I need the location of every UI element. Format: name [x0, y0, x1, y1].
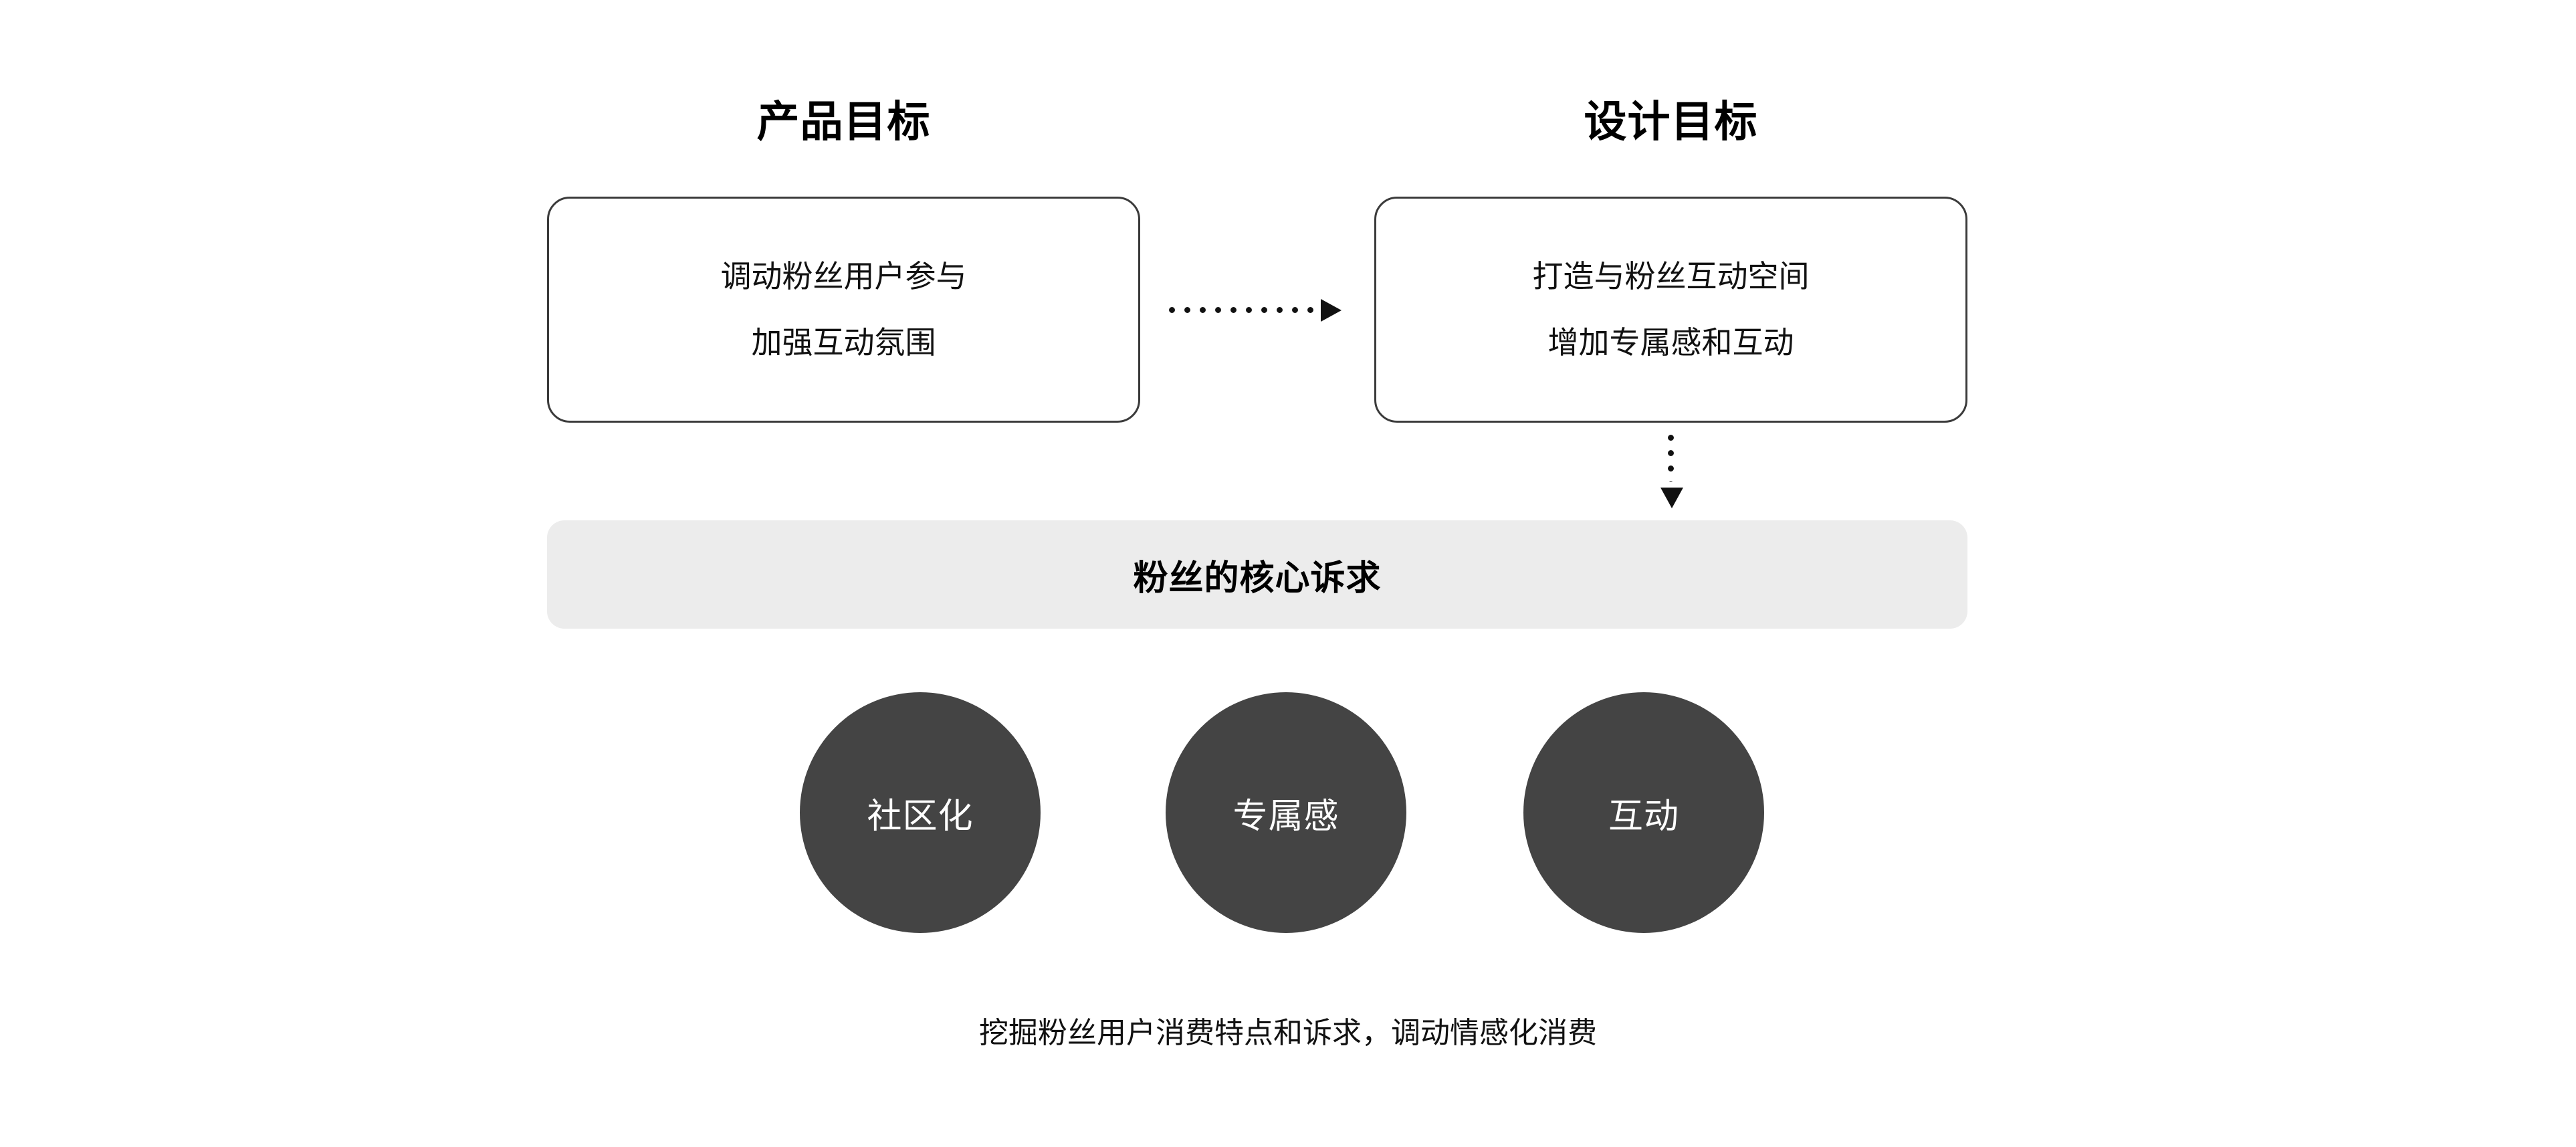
dotted-line-segment — [1668, 435, 1674, 482]
demand-circle-interaction[interactable]: 互动 — [1523, 692, 1764, 933]
goal-box-product-line-2: 加强互动氛围 — [751, 325, 936, 360]
core-demand-banner[interactable]: 粉丝的核心诉求 — [547, 520, 1967, 629]
demand-circle-community[interactable]: 社区化 — [800, 692, 1041, 933]
column-heading-product-goal: 产品目标 — [756, 98, 931, 146]
column-heading-design-goal: 设计目标 — [1584, 98, 1758, 146]
arrowhead-right-icon — [1321, 299, 1341, 322]
goal-box-product-line-1: 调动粉丝用户参与 — [720, 259, 967, 294]
arrowhead-down-icon — [1660, 488, 1683, 508]
goal-box-design-line-1: 打造与粉丝互动空间 — [1532, 259, 1810, 294]
demand-circle-exclusivity[interactable]: 专属感 — [1166, 692, 1406, 933]
demand-circle-label: 专属感 — [1232, 797, 1339, 836]
demand-circle-label: 社区化 — [867, 797, 974, 836]
demand-circle-label: 互动 — [1608, 797, 1679, 836]
goal-box-design[interactable]: 打造与粉丝互动空间 增加专属感和互动 — [1374, 197, 1967, 423]
dotted-arrow-down-icon — [1660, 435, 1683, 508]
footer-caption: 挖掘粉丝用户消费特点和诉求，调动情感化消费 — [979, 1017, 1597, 1049]
core-demand-banner-label: 粉丝的核心诉求 — [1133, 558, 1382, 598]
dotted-line-segment — [1169, 307, 1315, 313]
goal-box-product[interactable]: 调动粉丝用户参与 加强互动氛围 — [547, 197, 1140, 423]
dotted-arrow-right-icon — [1169, 299, 1341, 322]
goal-box-design-line-2: 增加专属感和互动 — [1547, 325, 1794, 360]
